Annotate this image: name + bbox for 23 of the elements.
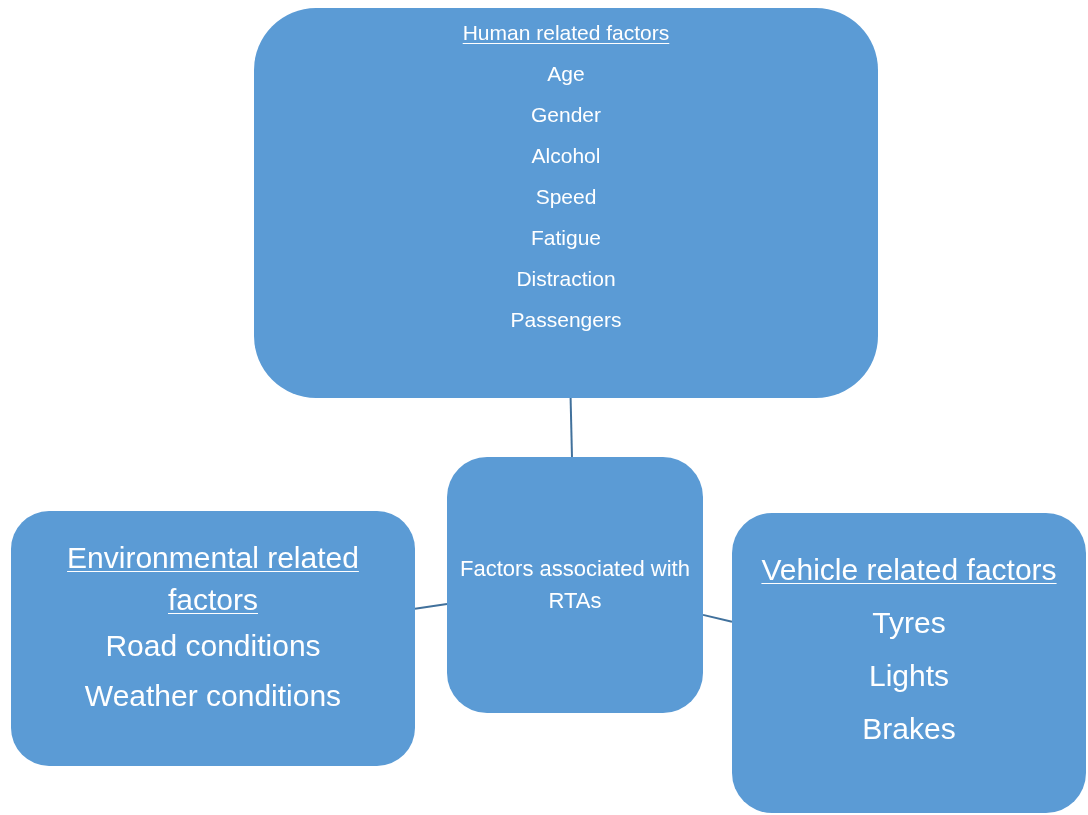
- box-text: Age: [547, 61, 585, 87]
- box-heading: Vehicle related factors: [761, 552, 1057, 588]
- box-heading: Human related factors: [462, 20, 670, 46]
- box-text: Weather conditions: [84, 677, 342, 714]
- box-text: Gender: [530, 102, 601, 128]
- box-text: Tyres: [872, 605, 946, 641]
- box-text: Lights: [868, 658, 950, 694]
- rounded-box: [447, 457, 703, 713]
- box-text: Passengers: [510, 307, 622, 333]
- box-text: Fatigue: [530, 225, 601, 251]
- box-text: Distraction: [516, 266, 616, 292]
- connector-line: [702, 613, 733, 623]
- rounded-box: [254, 8, 878, 398]
- box-text: Factors associated with RTAs: [459, 555, 691, 615]
- connector-line: [414, 602, 448, 610]
- rounded-box: [11, 511, 415, 766]
- box-text: Speed: [535, 184, 597, 210]
- rounded-box: [732, 513, 1086, 813]
- box-text: Brakes: [862, 711, 956, 747]
- connector-line: [569, 397, 573, 458]
- box-text: Alcohol: [531, 143, 601, 169]
- box-heading: Environmental related factors: [66, 539, 360, 618]
- box-text: Road conditions: [105, 627, 321, 664]
